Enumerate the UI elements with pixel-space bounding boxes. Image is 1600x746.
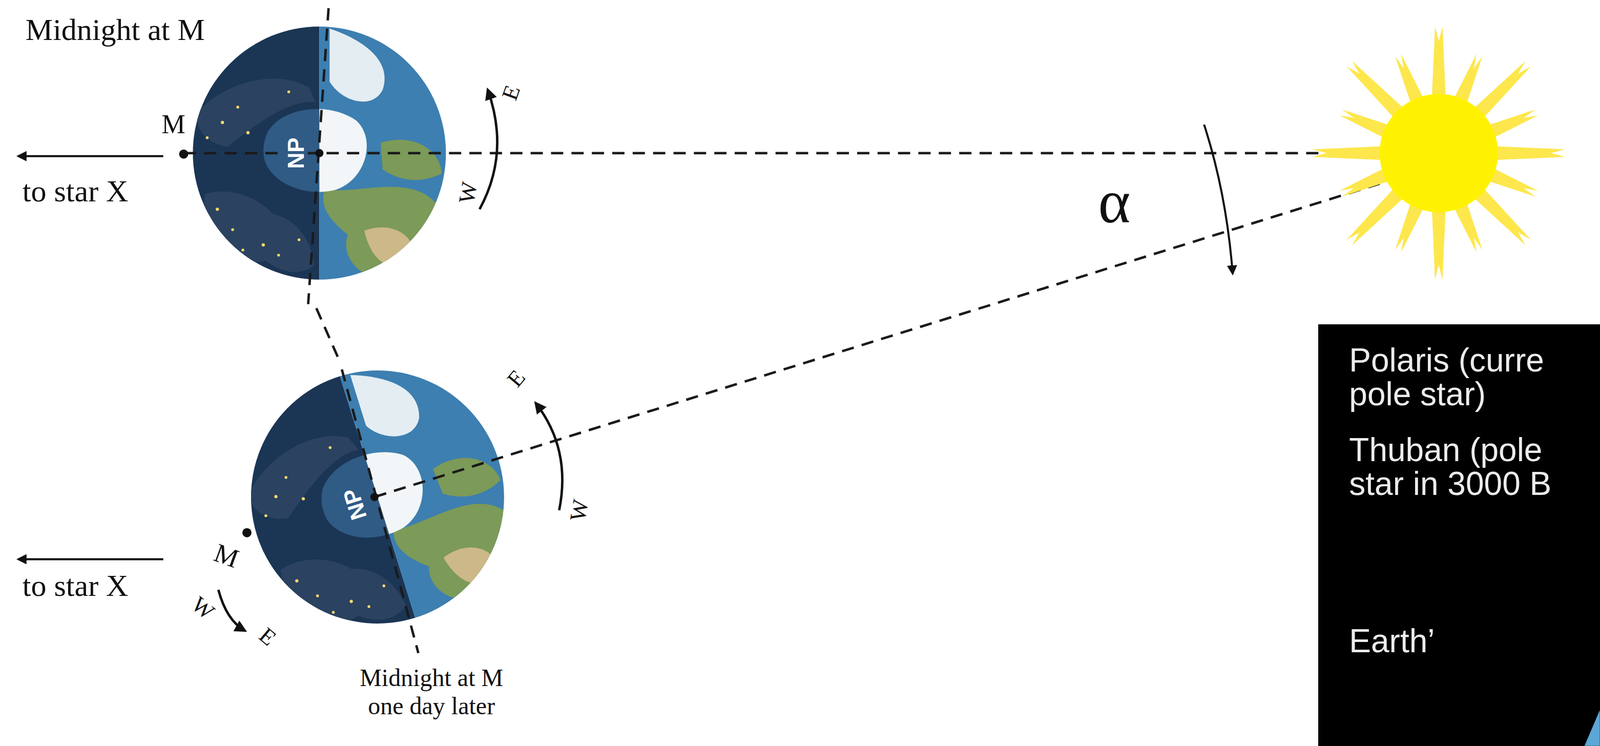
sun-ray bbox=[1346, 188, 1404, 246]
rotation-arrow bbox=[479, 89, 497, 210]
direction-label: to star X bbox=[22, 173, 129, 210]
angle-arrow bbox=[1203, 124, 1233, 274]
sun-ray bbox=[1395, 53, 1424, 103]
axis-link bbox=[316, 308, 339, 360]
panel-text: Polaris (curre bbox=[1348, 343, 1545, 377]
info-panel: Polaris (currepole star) Thuban (polestar… bbox=[1318, 324, 1600, 746]
point-m bbox=[242, 528, 252, 538]
rotation-arrow bbox=[218, 589, 245, 631]
pole-label: NP bbox=[283, 135, 308, 171]
direction-letter: E bbox=[254, 623, 280, 650]
north-pole-point bbox=[315, 149, 324, 158]
axis-arrow-tip bbox=[1584, 710, 1600, 746]
panel-text: Earth’ bbox=[1348, 624, 1435, 658]
sun-ray bbox=[1431, 210, 1446, 280]
arrows bbox=[18, 89, 1233, 631]
time-label: Midnight at M one day later bbox=[346, 663, 516, 720]
sun-rays bbox=[1312, 26, 1566, 280]
sun-ray bbox=[1339, 168, 1389, 197]
sun-ray bbox=[1431, 26, 1446, 97]
direction-letter: W bbox=[455, 180, 482, 206]
sun-ray bbox=[1453, 202, 1483, 253]
earth-globe bbox=[211, 330, 544, 663]
sun-ray bbox=[1495, 146, 1566, 160]
direction-letter: E bbox=[503, 365, 530, 391]
sun-ray bbox=[1312, 146, 1383, 160]
panel-text: Thuban (pole bbox=[1348, 433, 1543, 467]
globe: NP bbox=[192, 26, 446, 280]
point-label: M bbox=[211, 539, 243, 573]
direction-letter: W bbox=[566, 497, 593, 524]
sun-ray bbox=[1473, 60, 1531, 118]
panel-text: star in 3000 B bbox=[1348, 467, 1552, 501]
sun-line bbox=[183, 151, 1380, 155]
point-label: M bbox=[161, 111, 185, 138]
sun-ray bbox=[1453, 53, 1483, 103]
sun-ray bbox=[1488, 168, 1539, 197]
panel-text: pole star) bbox=[1348, 377, 1486, 411]
angle-symbol: α bbox=[1098, 171, 1131, 233]
sun-ray bbox=[1395, 202, 1424, 253]
dashed-lines bbox=[183, 8, 1380, 654]
point-m bbox=[179, 149, 189, 159]
rotation-arrow bbox=[535, 403, 563, 511]
sun bbox=[1312, 26, 1566, 280]
sun-ray bbox=[1339, 109, 1389, 138]
sun-disc bbox=[1379, 93, 1499, 213]
north-pole-point bbox=[370, 492, 379, 502]
star-arrow bbox=[18, 155, 164, 158]
direction-label: to star X bbox=[22, 568, 129, 604]
direction-letter: W bbox=[187, 592, 219, 624]
globe: NP bbox=[250, 369, 506, 625]
sun-ray bbox=[1488, 109, 1539, 138]
rotation-axis bbox=[307, 8, 329, 305]
direction-letter: E bbox=[498, 82, 525, 103]
pole-label: NP bbox=[338, 483, 372, 525]
time-label: Midnight at M bbox=[25, 12, 205, 48]
points bbox=[179, 149, 379, 538]
star-arrow bbox=[18, 557, 164, 560]
sun-ray bbox=[1473, 188, 1531, 246]
sun-ray bbox=[1346, 60, 1404, 118]
